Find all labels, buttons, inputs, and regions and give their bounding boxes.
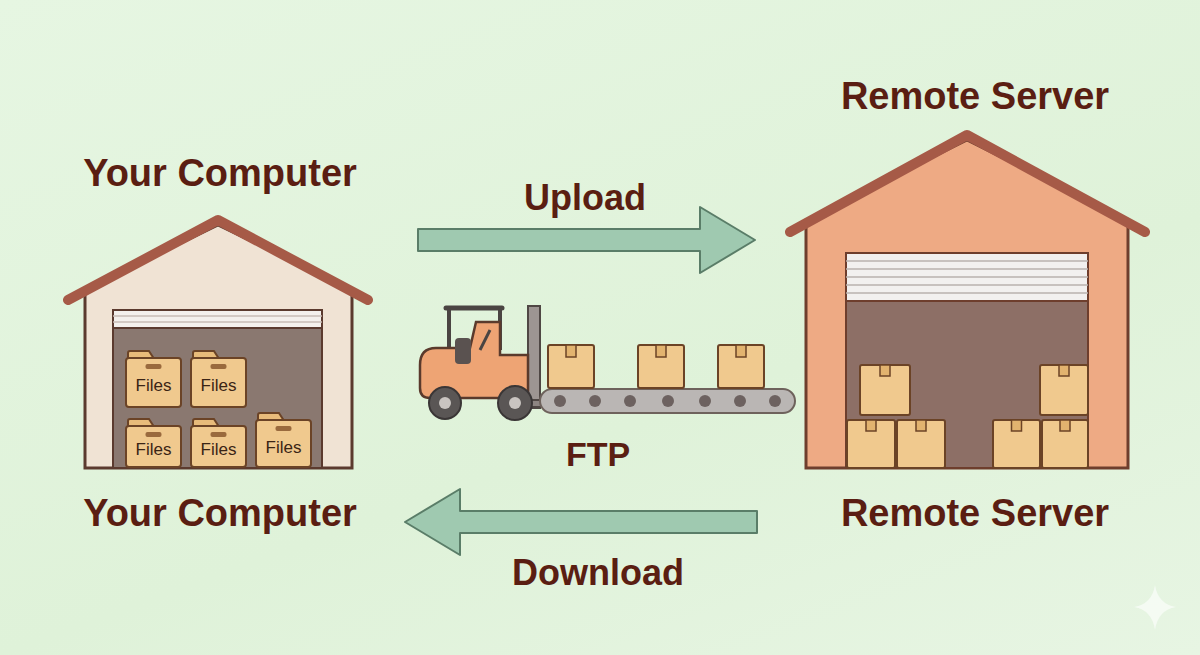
- door-shutter: [846, 253, 1088, 301]
- forklift-mast: [528, 306, 540, 408]
- box-handle: [276, 426, 292, 431]
- door-shutter: [113, 310, 322, 328]
- file-box: Files: [190, 350, 247, 408]
- conveyor-roller: [769, 395, 781, 407]
- conveyor-roller: [662, 395, 674, 407]
- shutter-line: [113, 321, 322, 323]
- file-box-body: [126, 426, 181, 467]
- box-tape: [566, 345, 576, 357]
- file-label: Files: [255, 439, 312, 458]
- protocol-label: FTP: [566, 435, 630, 474]
- node-title: Your Computer: [60, 492, 380, 536]
- box-tape: [736, 345, 746, 357]
- flow-arrow: [405, 489, 757, 555]
- box-handle: [146, 364, 162, 369]
- warehouse-roof: [68, 220, 368, 300]
- file-label: Files: [190, 441, 247, 460]
- forklift-hub: [439, 397, 451, 409]
- cargo-box: [1042, 420, 1088, 468]
- shutter-line: [846, 292, 1088, 294]
- cargo-box: [993, 420, 1040, 468]
- warehouse-wall: [806, 140, 1128, 468]
- warehouse-node: Your ComputerYour ComputerFilesFilesFile…: [60, 150, 380, 540]
- warehouse-shape: [60, 150, 380, 540]
- cargo-box: [897, 420, 945, 468]
- forklift-wheel-steer: [480, 330, 490, 350]
- folder-tab: [128, 419, 154, 426]
- box-handle: [211, 364, 227, 369]
- box-handle: [211, 432, 227, 437]
- warehouse-node: Remote ServerRemote Server: [780, 65, 1170, 540]
- warehouse-door: [846, 253, 1088, 468]
- node-title: Remote Server: [780, 492, 1170, 536]
- cargo-box: [718, 345, 764, 388]
- file-label: Files: [125, 377, 182, 396]
- file-box: Files: [125, 418, 182, 468]
- cargo-box: [548, 345, 594, 388]
- forklift-wheel: [429, 387, 461, 419]
- conveyor-roller: [699, 395, 711, 407]
- shutter-line: [846, 276, 1088, 278]
- cargo-box: [638, 345, 684, 388]
- sparkle-mark: [1134, 585, 1176, 630]
- file-box-body: [256, 420, 311, 467]
- cargo-box: [847, 420, 895, 468]
- file-box-body: [191, 426, 246, 467]
- folder-tab: [128, 351, 154, 358]
- forklift-cab: [447, 308, 451, 350]
- conveyor-roller: [554, 395, 566, 407]
- file-box-body: [191, 358, 246, 407]
- warehouse-roof: [790, 135, 1145, 232]
- box-tape: [916, 420, 926, 431]
- node-title: Your Computer: [60, 152, 380, 196]
- shutter-line: [846, 284, 1088, 286]
- box-tape: [1060, 420, 1070, 431]
- forklift-hub: [509, 397, 521, 409]
- cargo-boxes: [548, 345, 764, 388]
- file-box: Files: [255, 412, 312, 468]
- file-box: Files: [125, 350, 182, 408]
- folder-tab: [193, 351, 219, 358]
- warehouse-door: [113, 310, 322, 468]
- folder-tab: [193, 419, 219, 426]
- file-label: Files: [125, 441, 182, 460]
- box-tape: [866, 420, 876, 431]
- box-tape: [1012, 420, 1022, 431]
- file-label: Files: [190, 377, 247, 396]
- folder-tab: [258, 413, 284, 420]
- forklift-seat: [455, 338, 471, 364]
- conveyor: [540, 389, 795, 413]
- shutter-line: [846, 260, 1088, 262]
- node-title: Remote Server: [780, 75, 1170, 119]
- arrow-label: Upload: [524, 177, 646, 218]
- box-tape: [1059, 365, 1069, 376]
- cargo-box: [1040, 365, 1088, 415]
- shutter-line: [113, 315, 322, 317]
- box-handle: [146, 432, 162, 437]
- arrow-label: Download: [512, 552, 684, 593]
- box-tape: [880, 365, 890, 376]
- file-box-body: [126, 358, 181, 407]
- forklift-wheel: [498, 386, 532, 420]
- cargo-box: [860, 365, 910, 415]
- warehouse-wall: [85, 225, 352, 468]
- conveyor-roller: [624, 395, 636, 407]
- shutter-line: [846, 268, 1088, 270]
- file-box: Files: [190, 418, 247, 468]
- conveyor-belt: [540, 389, 795, 413]
- box-tape: [656, 345, 666, 357]
- warehouse-shape: [780, 65, 1170, 540]
- conveyor-roller: [589, 395, 601, 407]
- conveyor-roller: [734, 395, 746, 407]
- forklift-cab: [446, 306, 502, 311]
